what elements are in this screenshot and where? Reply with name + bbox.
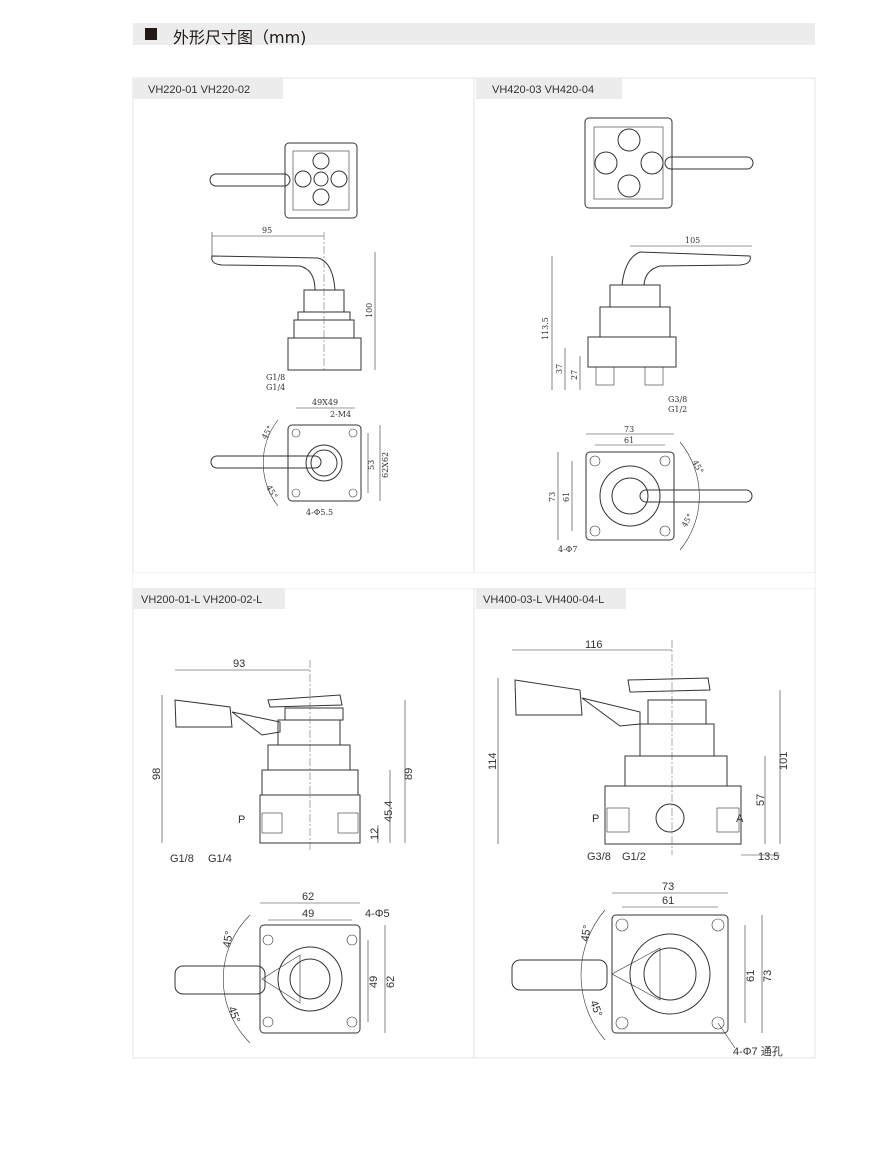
dim-label: 114 <box>487 752 499 770</box>
dim-label: 57 <box>755 794 767 806</box>
dim-label: 73 <box>548 492 557 502</box>
dim-label: 53 <box>367 460 376 470</box>
dim-label: 73 <box>762 970 774 982</box>
dim-label: 101 <box>778 752 790 770</box>
panel-title: VH420-03 VH420-04 <box>492 84 594 96</box>
angle-label: 45° <box>587 999 604 1019</box>
panel-tab-vh220: VH220-01 VH220-02 <box>133 78 283 99</box>
angle-label: 45° <box>225 1005 242 1025</box>
panel-title: VH200-01-L VH200-02-L <box>141 594 262 606</box>
panel-tab-vh420: VH420-03 VH420-04 <box>476 78 622 99</box>
port-label: G1/2 <box>622 851 646 863</box>
vh420-drawing: 105 113.5 37 27 G3/8 G1/2 73 61 73 61 45… <box>541 117 754 554</box>
port-label: G3/8 <box>668 395 687 404</box>
dim-label: 93 <box>233 658 245 670</box>
section-header: 外形尺寸图（mm) <box>133 23 815 47</box>
angle-label: 45° <box>680 512 695 529</box>
port-label: P <box>238 814 245 826</box>
dim-label: 49 <box>368 976 380 988</box>
port-label: G1/8 <box>170 853 194 865</box>
angle-label: 45° <box>579 924 594 942</box>
angle-label: 45° <box>690 459 705 476</box>
dim-label: 13.5 <box>758 851 779 863</box>
port-label: G1/2 <box>668 405 687 414</box>
angle-label: 45° <box>221 930 236 948</box>
port-label: G1/4 <box>208 853 232 865</box>
dim-label: 45.4 <box>383 801 395 822</box>
dim-label: 62 <box>302 891 314 903</box>
section-title: 外形尺寸图（mm) <box>173 28 307 47</box>
dim-label: 113.5 <box>541 317 550 340</box>
dim-label: 12 <box>369 828 381 840</box>
vh200-l-drawing: 93 98 89 45.4 12 P G1/8 G1/4 62 49 4-Φ5 … <box>151 658 415 1044</box>
square-bullet-icon <box>145 28 157 40</box>
dim-label: 73 <box>662 881 674 893</box>
panel-title: VH220-01 VH220-02 <box>148 84 250 96</box>
dim-label: 116 <box>585 639 603 651</box>
dim-label: 61 <box>624 436 634 445</box>
vh220-drawing: 95 100 G1/8 G1/4 49X49 2-M4 45° 45° 53 6… <box>209 142 390 517</box>
dim-label: 37 <box>555 364 564 374</box>
angle-label: 45° <box>264 484 279 501</box>
dim-label: 49 <box>302 908 314 920</box>
panel-title: VH400-03-L VH400-04-L <box>483 594 604 606</box>
angle-label: 45° <box>260 424 275 441</box>
dim-label: 49X49 <box>312 398 338 407</box>
dim-label: 61 <box>662 895 674 907</box>
dim-label: 95 <box>262 226 272 235</box>
dim-label: 62X62 <box>381 452 390 478</box>
dim-label: 4-Φ7 <box>558 545 577 554</box>
dim-label: 2-M4 <box>330 410 351 419</box>
dim-label: 4-Φ5 <box>365 908 390 920</box>
dim-label: 27 <box>570 370 579 380</box>
dim-label: 61 <box>562 492 571 502</box>
port-label: G1/8 <box>266 373 285 382</box>
vh400-l-drawing: 116 114 101 57 P A 13.5 G3/8 G1/2 73 61 … <box>487 639 790 1058</box>
dim-label: 89 <box>403 768 415 780</box>
port-label: G1/4 <box>266 383 285 392</box>
dim-label: 98 <box>151 768 163 780</box>
dim-label: 105 <box>685 236 700 245</box>
panel-tab-vh400-l: VH400-03-L VH400-04-L <box>476 588 626 609</box>
dim-label: 73 <box>624 425 634 434</box>
panel-tab-vh200-l: VH200-01-L VH200-02-L <box>133 588 285 609</box>
dim-label: 100 <box>365 303 374 318</box>
dim-label: 4-Φ7 通孔 <box>733 1045 783 1058</box>
port-label: G3/8 <box>587 851 611 863</box>
port-label: A <box>736 813 744 825</box>
dim-label: 4-Φ5.5 <box>306 508 333 517</box>
dim-label: 61 <box>745 970 757 982</box>
dim-label: 62 <box>385 976 397 988</box>
port-label: P <box>592 813 599 825</box>
